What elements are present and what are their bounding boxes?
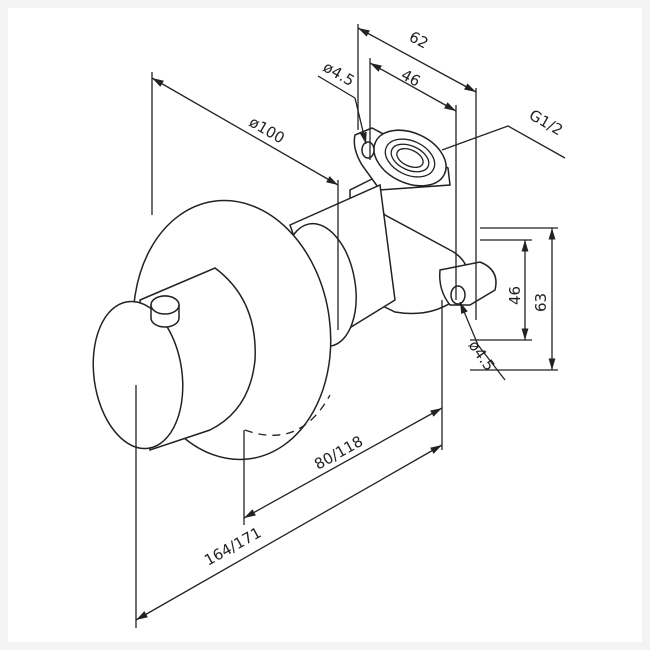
mount-hole-bottom xyxy=(450,285,466,305)
dim-height-inner: 46 xyxy=(506,286,524,305)
dim-height-outer: 63 xyxy=(532,293,550,312)
thermostat-handle xyxy=(92,267,256,452)
mount-hole-top xyxy=(361,141,375,159)
safety-button xyxy=(150,295,180,315)
inlet-port xyxy=(373,129,447,187)
